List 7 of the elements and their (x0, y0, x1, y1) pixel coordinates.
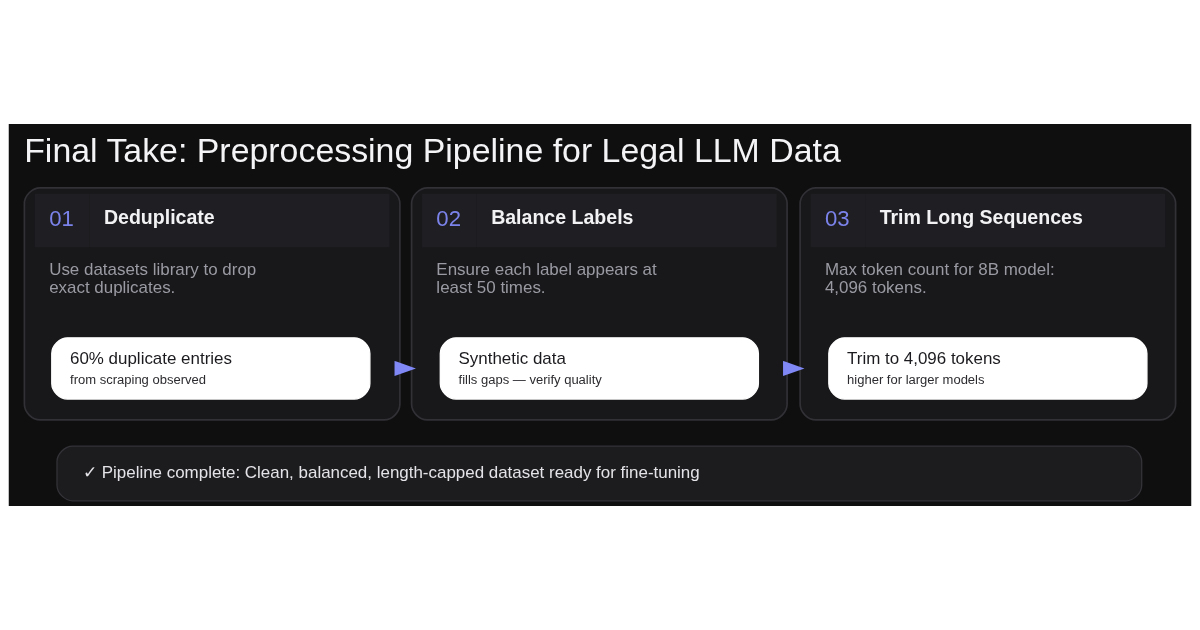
diagram-title: Final Take: Preprocessing Pipeline for Legal LLM Data (24, 130, 841, 169)
node-box: Trim to 4,096 tokens higher for larger models (828, 337, 1148, 400)
node-box: ✓ Pipeline complete: Clean, balanced, length-capped dataset ready for fine-tuning (56, 445, 1143, 502)
node-box: 60% duplicate entries from scraping observed (51, 337, 371, 400)
node-box: Synthetic data fills gaps — verify quality (439, 337, 760, 400)
arrow (394, 360, 416, 376)
arrow (783, 360, 805, 376)
